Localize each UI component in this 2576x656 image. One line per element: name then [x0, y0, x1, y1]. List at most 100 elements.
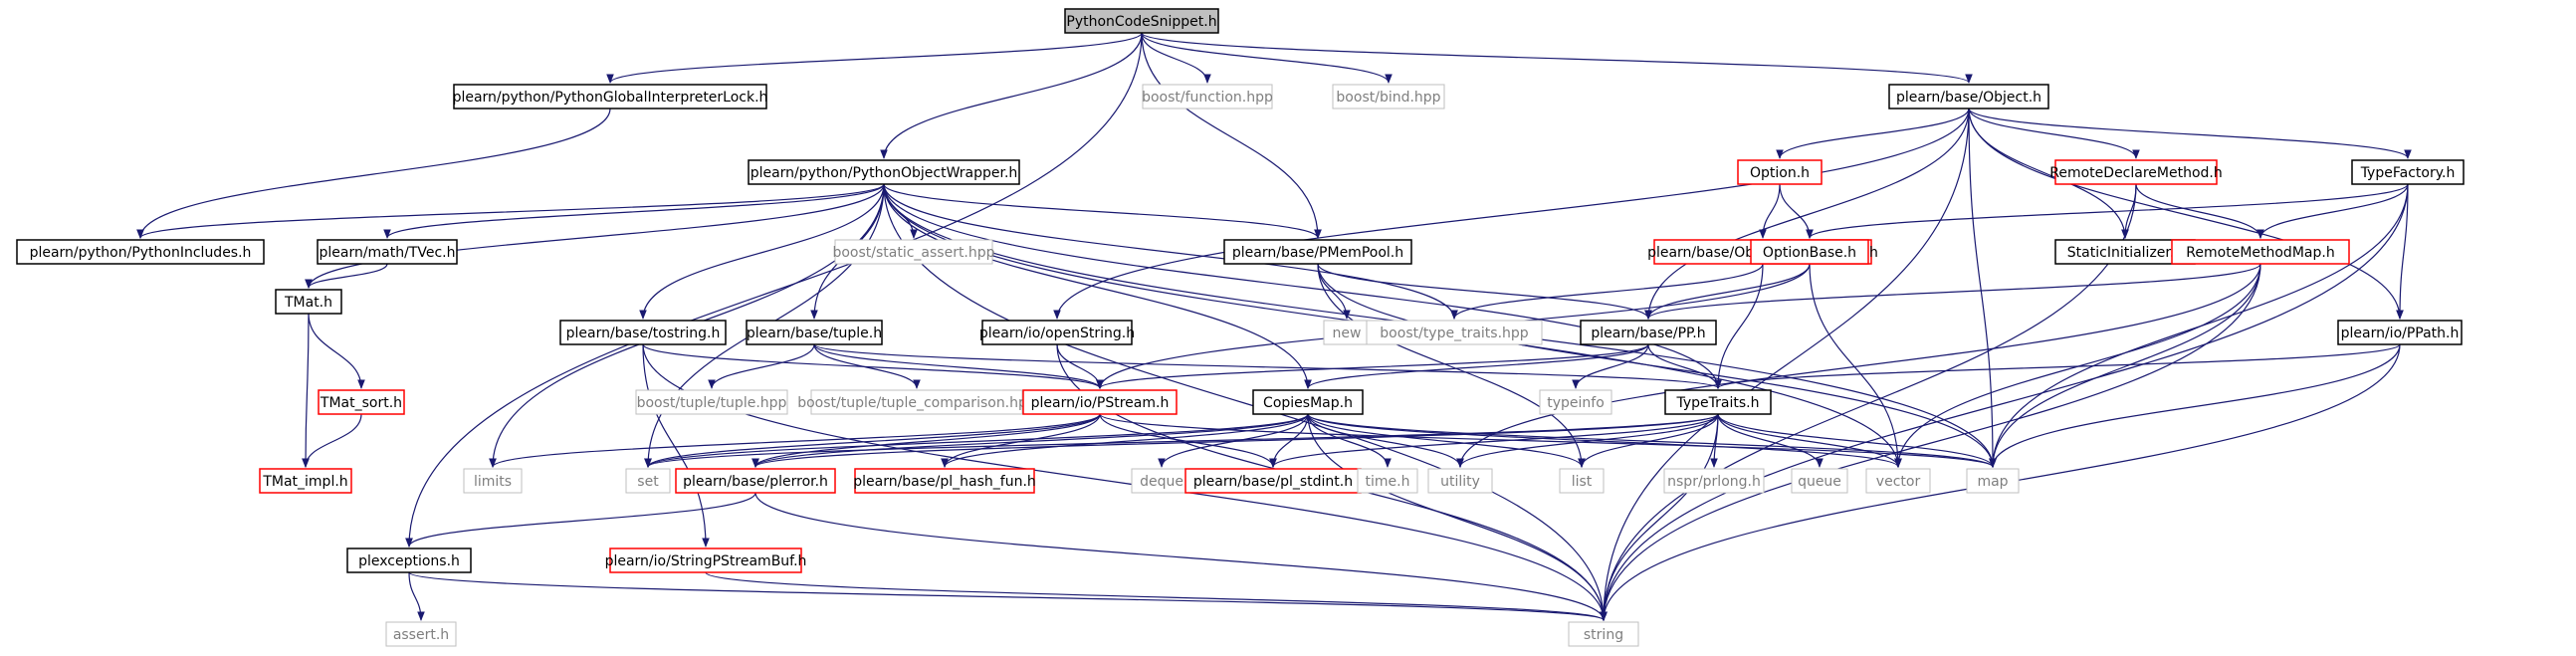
node-label-tuple: plearn/base/tuple.h: [747, 326, 882, 341]
node-tf[interactable]: TypeFactory.h: [2351, 159, 2465, 185]
node-box-tuple: [746, 320, 883, 345]
node-label-prlong: nspr/prlong.h: [1667, 474, 1761, 490]
edge-obj-to-ppath: [1968, 108, 2404, 320]
node-phash[interactable]: plearn/base/pl_hash_fun.h: [853, 468, 1036, 494]
node-tuple[interactable]: plearn/base/tuple.h: [746, 320, 883, 345]
edge-cmap-to-map: [1307, 413, 1997, 468]
node-bfun: boost/function.hpp: [1142, 84, 1273, 109]
edge-pow-to-tmat: [305, 183, 885, 289]
node-box-tvec: [317, 239, 458, 265]
node-label-pstream: plearn/io/PStream.h: [1031, 395, 1170, 411]
node-pmp[interactable]: plearn/base/PMemPool.h: [1223, 239, 1412, 265]
node-label-si: StaticInitializer.h: [2067, 245, 2183, 261]
edge-oc-to-tt: [1714, 263, 1764, 389]
node-box-btup: [635, 389, 788, 415]
node-box-spsb: [609, 547, 802, 573]
node-tmsort[interactable]: TMat_sort.h: [318, 389, 405, 415]
edge-pgil-to-pinc: [136, 108, 611, 239]
node-cmap[interactable]: CopiesMap.h: [1252, 389, 1364, 415]
node-label-tmsort: TMat_sort.h: [320, 395, 402, 411]
edge-rdm-to-rmm: [2135, 183, 2264, 239]
edge-tuple-to-pstream: [813, 343, 1104, 389]
edge-cmap-to-vector: [1307, 413, 1902, 468]
node-string: string: [1568, 621, 1639, 647]
edge-pcs-to-pow: [880, 32, 1143, 159]
node-label-deque: deque: [1140, 474, 1183, 490]
node-box-cmap: [1252, 389, 1364, 415]
node-box-plexc: [346, 547, 472, 573]
node-ob[interactable]: OptionBase.h: [1750, 239, 1869, 265]
edge-pow-to-tt: [883, 183, 1722, 389]
node-pow[interactable]: plearn/python/PythonObjectWrapper.h: [748, 159, 1020, 185]
node-box-assert: [385, 621, 457, 647]
node-label-assert: assert.h: [393, 627, 449, 643]
node-box-pow: [748, 159, 1020, 185]
node-pinc[interactable]: plearn/python/PythonIncludes.h: [16, 239, 265, 265]
edge-pcs-to-pgil: [606, 32, 1143, 84]
node-pcs[interactable]: PythonCodeSnippet.h: [1064, 8, 1219, 34]
node-ppath[interactable]: plearn/io/PPath.h: [2337, 320, 2463, 345]
node-assert: assert.h: [385, 621, 457, 647]
edge-pow-to-pinc: [136, 183, 885, 239]
edge-oc-to-btt: [1450, 263, 1764, 320]
node-plerr[interactable]: plearn/base/plerror.h: [675, 468, 836, 494]
node-utility: utility: [1427, 468, 1493, 494]
edge-ostr-to-pstream: [1056, 343, 1104, 389]
node-label-plerr: plearn/base/plerror.h: [683, 474, 828, 490]
node-set: set: [625, 468, 671, 494]
node-label-obj: plearn/base/Object.h: [1896, 90, 2041, 106]
node-btt: boost/type_traits.hpp: [1366, 320, 1543, 345]
node-btup: boost/tuple/tuple.hpp: [635, 389, 788, 415]
node-pgil[interactable]: plearn/python/PythonGlobalInterpreterLoc…: [453, 84, 768, 109]
node-label-timeh: time.h: [1366, 474, 1410, 490]
node-tvec[interactable]: plearn/math/TVec.h: [317, 239, 458, 265]
edge-tuple-to-btupc: [813, 343, 921, 389]
node-label-vector: vector: [1876, 474, 1921, 490]
node-obj[interactable]: plearn/base/Object.h: [1888, 84, 2049, 109]
edge-pstream-to-map: [1099, 413, 1997, 468]
edge-opt-to-ob: [1779, 183, 1814, 239]
node-pp[interactable]: plearn/base/PP.h: [1580, 320, 1717, 345]
node-box-ob: [1750, 239, 1869, 265]
node-label-pgil: plearn/python/PythonGlobalInterpreterLoc…: [453, 90, 768, 106]
edge-tmat-to-tmimpl: [302, 313, 310, 468]
node-tmat[interactable]: TMat.h: [275, 289, 342, 315]
node-rmm[interactable]: RemoteMethodMap.h: [2171, 239, 2350, 265]
edge-pow-to-string: [883, 183, 1608, 621]
node-label-utility: utility: [1440, 474, 1480, 490]
node-box-btupc: [810, 389, 1023, 415]
edge-tt-to-plerr: [751, 413, 1719, 468]
node-box-utility: [1427, 468, 1493, 494]
node-ostr[interactable]: plearn/io/openString.h: [979, 320, 1135, 345]
node-pstream[interactable]: plearn/io/PStream.h: [1022, 389, 1178, 415]
node-box-btt: [1366, 320, 1543, 345]
node-queue: queue: [1791, 468, 1848, 494]
edge-pow-to-btt: [883, 183, 1458, 320]
edge-pcs-to-pmp: [1141, 32, 1322, 239]
edge-cmap-to-timeh: [1307, 413, 1392, 468]
node-tt[interactable]: TypeTraits.h: [1664, 389, 1772, 415]
edge-pow-to-cmap: [883, 183, 1312, 389]
node-rdm[interactable]: RemoteDeclareMethod.h: [2049, 159, 2223, 185]
node-box-list: [1559, 468, 1605, 494]
node-plexc[interactable]: plexceptions.h: [346, 547, 472, 573]
node-spsb[interactable]: plearn/io/StringPStreamBuf.h: [605, 547, 807, 573]
node-pstdint[interactable]: plearn/base/pl_stdint.h: [1184, 468, 1362, 494]
node-label-phash: plearn/base/pl_hash_fun.h: [853, 474, 1036, 490]
edge-cmap-to-phash: [941, 413, 1309, 468]
node-tostr[interactable]: plearn/base/tostring.h: [559, 320, 727, 345]
edge-tostr-to-spsb: [642, 343, 710, 547]
node-box-tostr: [559, 320, 727, 345]
node-tmimpl[interactable]: TMat_impl.h: [259, 468, 352, 494]
node-box-vector: [1865, 468, 1931, 494]
edge-ppath-to-map: [1989, 343, 2401, 468]
node-box-bfun: [1142, 84, 1273, 109]
node-label-tt: TypeTraits.h: [1676, 395, 1760, 411]
edge-pcs-to-bfun: [1141, 32, 1211, 84]
node-label-tmimpl: TMat_impl.h: [262, 474, 347, 490]
edge-pstream-to-plerr: [751, 413, 1101, 468]
node-label-pow: plearn/python/PythonObjectWrapper.h: [751, 165, 1018, 181]
node-opt[interactable]: Option.h: [1737, 159, 1823, 185]
edge-obj-to-map: [1968, 108, 1997, 468]
